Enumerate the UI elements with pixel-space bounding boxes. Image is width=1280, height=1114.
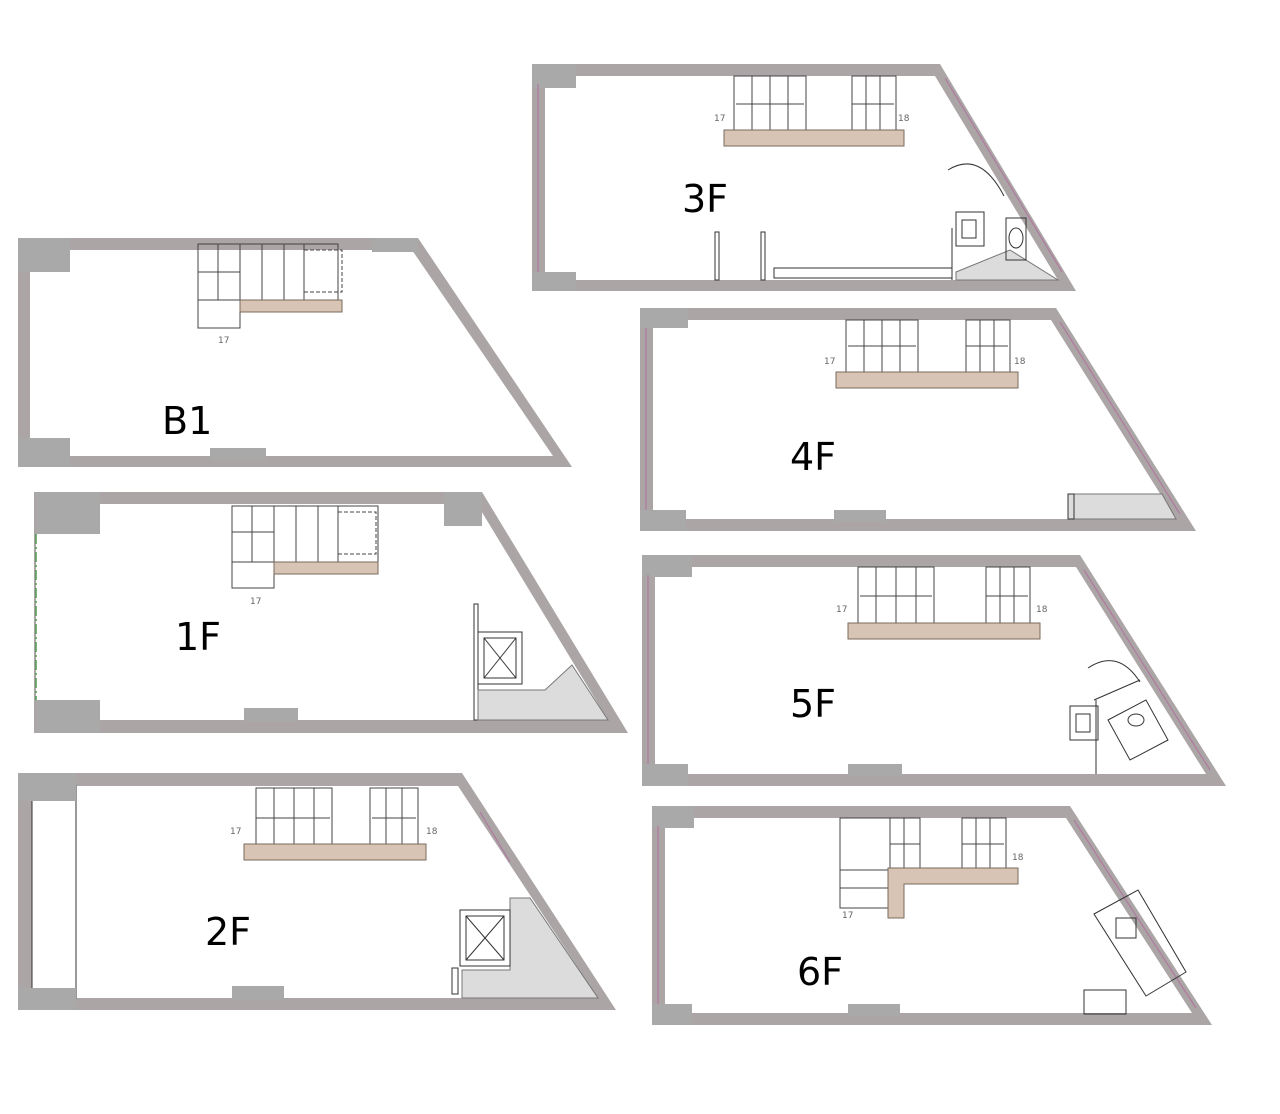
floor-label-b1: B1	[162, 399, 212, 443]
wall	[652, 806, 1212, 1025]
pillar	[848, 764, 902, 776]
window	[1073, 819, 1197, 1009]
pillar	[210, 448, 266, 460]
stair-left-note: 17	[230, 827, 241, 837]
floor-label-5f: 5F	[790, 682, 836, 726]
floor-plan-b1: 17 B1	[18, 238, 572, 467]
pillar	[848, 1004, 900, 1016]
pillar	[18, 773, 76, 801]
pillar	[640, 308, 688, 328]
stair-left-note: 17	[842, 911, 853, 921]
floor-plan-1f: 17 1F	[34, 492, 628, 733]
floor-plan-4f: 17 18 4F	[640, 308, 1196, 531]
floor-label-4f: 4F	[790, 435, 836, 479]
floor-label-3f: 3F	[682, 177, 728, 221]
balcony-4f	[1067, 493, 1177, 520]
staircase	[847, 566, 1041, 640]
wall	[18, 238, 572, 467]
window	[479, 811, 511, 863]
counter	[887, 867, 1019, 919]
pillar	[244, 708, 298, 722]
partitions-3f	[714, 228, 953, 281]
floor-label-6f: 6F	[797, 950, 843, 994]
stair-left-note: 17	[824, 357, 835, 367]
toilet-room-5f	[1069, 660, 1169, 774]
pillar	[232, 986, 284, 1000]
stair-right-note: 18	[1036, 605, 1048, 615]
pillar	[642, 555, 692, 577]
floor-plan-6f: 17 18 6F	[652, 806, 1212, 1025]
stair-note: 17	[250, 597, 261, 607]
stair-left-note: 17	[836, 605, 847, 615]
floor-label-1f: 1F	[175, 615, 221, 659]
pillar	[18, 238, 70, 272]
counter	[723, 129, 905, 147]
pillar	[18, 988, 76, 1010]
pillar	[652, 806, 694, 828]
staircase	[723, 75, 905, 147]
stair-right-note: 18	[898, 114, 910, 124]
pillar	[372, 238, 418, 252]
pillar	[640, 510, 686, 531]
staircase	[243, 787, 427, 861]
pillar	[532, 64, 576, 88]
pillar	[652, 1004, 692, 1025]
window	[1059, 321, 1181, 515]
stair-left-note: 17	[714, 114, 725, 124]
kitchen-6f	[1083, 889, 1187, 1015]
pillar	[642, 764, 688, 786]
stair-note: 17	[218, 336, 229, 346]
staircase	[839, 817, 1019, 919]
floor-label-2f: 2F	[205, 910, 251, 954]
staircase	[197, 243, 343, 329]
pillar	[532, 272, 576, 291]
pillar	[36, 492, 100, 534]
floor-plan-2f: 17 18 2F	[18, 773, 616, 1010]
elevator-1f	[473, 603, 609, 721]
pillar	[834, 510, 886, 522]
toilet-room-3f	[947, 163, 1060, 281]
door-4f	[1067, 493, 1075, 520]
counter	[835, 371, 1019, 389]
elevator-2f	[451, 897, 599, 999]
counter	[239, 299, 343, 313]
stair-right-note: 18	[1012, 853, 1024, 863]
staircase	[835, 319, 1019, 389]
floor-plan-3f: 17 18 3F	[532, 64, 1076, 291]
stair-right-note: 18	[426, 827, 438, 837]
counter	[847, 622, 1041, 640]
closet	[31, 785, 77, 999]
floor-plan-5f: 17 18 5F	[642, 555, 1226, 786]
window	[944, 77, 1063, 273]
counter	[273, 561, 379, 575]
stair-right-note: 18	[1014, 357, 1026, 367]
staircase	[231, 505, 379, 589]
pillar	[444, 492, 482, 526]
window	[1083, 569, 1211, 771]
counter	[243, 843, 427, 861]
pillar	[36, 700, 100, 733]
pillar	[18, 438, 70, 467]
